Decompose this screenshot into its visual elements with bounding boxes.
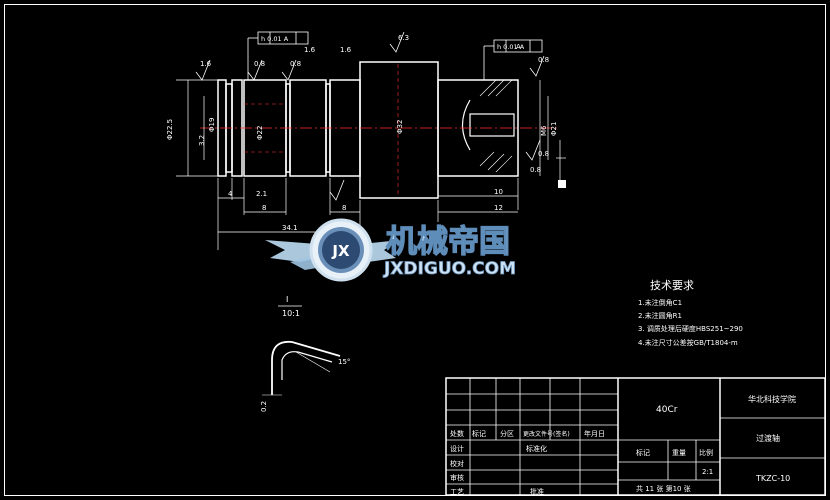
len-8a: 8 <box>262 204 266 212</box>
tech-item-1: 1.未注倒角C1 <box>638 298 682 307</box>
tol-right: h 0.01 A <box>497 43 525 51</box>
groove-b: 1.6 <box>340 46 352 54</box>
scale-value: 2:1 <box>702 468 713 476</box>
hidden-lines <box>244 64 399 196</box>
len-total: 34.1 <box>282 224 298 232</box>
label-weight: 重量 <box>672 449 686 457</box>
len-8b: 8 <box>342 204 346 212</box>
head-mark: 标记 <box>472 429 486 438</box>
roughness-e: 0.8 <box>538 56 549 64</box>
roughness-b: 0.8 <box>254 60 265 68</box>
roughness-f: 0.8 <box>538 150 549 158</box>
tech-item-4: 4.未注尺寸公差按GB/T1804-m <box>638 338 738 347</box>
roughness-a: 1.6 <box>200 60 212 68</box>
title-block-text: 标记 处数 分区 更改文件号(签名) 年月日 设计 标准化 校对 审核 工艺 批… <box>450 394 796 496</box>
label-approve: 批准 <box>530 487 544 496</box>
sheet-info: 共 11 张 第10 张 <box>636 484 691 493</box>
len-4: 4 <box>228 190 233 198</box>
dim-08: 0.8 <box>530 166 541 174</box>
roughness-d: 6.3 <box>398 34 409 42</box>
head-count: 处数 <box>450 429 464 438</box>
tol-left: h 0.01 A <box>261 35 289 43</box>
watermark-cn: 机械帝国 <box>386 224 510 260</box>
tech-title: 技术要求 <box>650 279 694 292</box>
part-name: 过渡轴 <box>756 433 780 443</box>
datum-symbol <box>558 180 566 188</box>
tech-item-2: 2.未注圆角R1 <box>638 311 682 320</box>
dia-rt: Φ21 <box>550 122 558 136</box>
drawing-frame <box>4 4 826 496</box>
label-process: 工艺 <box>450 488 464 496</box>
watermark-en: JXDIGUO.COM <box>383 259 516 279</box>
head-file: 更改文件号(签名) <box>523 430 570 438</box>
head-date: 年月日 <box>584 429 605 438</box>
watermark: JX 机械帝国 JXDIGUO.COM <box>265 218 516 282</box>
label-standard: 标准化 <box>526 444 547 453</box>
detail-index: I <box>286 295 288 304</box>
roughness-c: 0.8 <box>290 60 301 68</box>
label-scale: 比例 <box>699 448 713 457</box>
groove-a: 1.6 <box>304 46 316 54</box>
tech-item-3: 3. 调质处理后硬度HBS251~290 <box>638 324 743 333</box>
datum-label: A <box>516 43 521 51</box>
dia-inner: Φ19 <box>208 118 216 132</box>
head-zone: 分区 <box>500 429 514 438</box>
section-hatching <box>479 79 513 173</box>
dia-m6: M6 <box>540 125 548 136</box>
len-10: 10 <box>494 188 503 196</box>
title-block <box>445 377 826 496</box>
label-stage: 标记 <box>636 448 650 457</box>
tolerance-frame-left <box>247 31 309 80</box>
dia-big: Φ32 <box>396 120 404 134</box>
material: 40Cr <box>656 405 678 415</box>
label-design: 设计 <box>450 444 464 453</box>
len-12: 12 <box>494 204 503 212</box>
dia-mid: Φ22 <box>256 126 264 140</box>
detail-scale: 10:1 <box>282 309 300 318</box>
tech-requirements: 技术要求 1.未注倒角C1 2.未注圆角R1 3. 调质处理后硬度HBS251~… <box>638 279 743 347</box>
roughness-symbols <box>195 31 545 201</box>
section-break-curve <box>461 99 471 151</box>
school-name: 华北科技学院 <box>748 394 796 404</box>
label-check: 审核 <box>450 473 464 482</box>
tolerance-frame-right <box>483 39 543 80</box>
len-2: 2.1 <box>256 190 267 198</box>
watermark-logo: JX <box>331 242 350 260</box>
drawing-number: TKZC-10 <box>755 474 790 483</box>
detail-angle: 15° <box>338 358 350 366</box>
dia-small: 3.2 <box>198 135 206 146</box>
detail-view: I 10:1 15° 0.2 <box>260 295 350 412</box>
label-verify: 校对 <box>450 459 464 468</box>
dia-outer: Φ22.5 <box>166 119 174 140</box>
detail-roughness: 0.2 <box>260 401 268 412</box>
dimension-texts: 1.6 0.8 0.8 6.3 0.8 0.8 1.6 1.6 h 0.01 A… <box>166 34 558 232</box>
